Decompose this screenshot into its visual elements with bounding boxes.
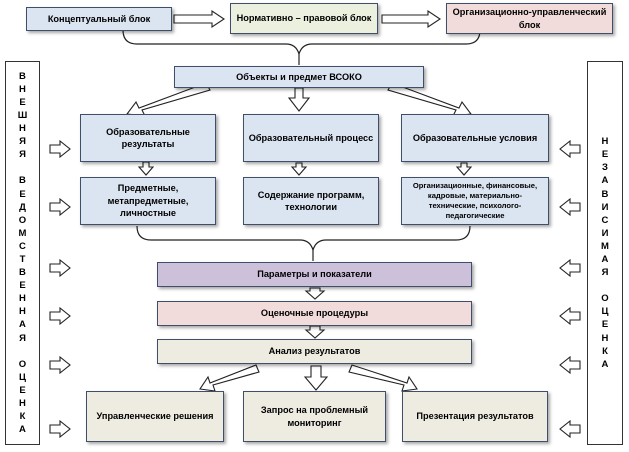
organizational-block: Организационно-управленческий блок bbox=[446, 3, 613, 34]
arrow-right-icon bbox=[49, 419, 71, 439]
side-letter: Е bbox=[19, 280, 26, 292]
side-letter: А bbox=[19, 424, 26, 436]
side-letter: Ц bbox=[19, 371, 26, 383]
side-letter: О bbox=[601, 293, 609, 305]
arrow-down-icon bbox=[304, 325, 326, 339]
arrow-down-icon bbox=[303, 365, 329, 391]
arrow-down-icon bbox=[287, 87, 311, 112]
side-letter: С bbox=[601, 214, 609, 226]
arrow-right-icon bbox=[49, 355, 71, 375]
conditions-box: Образовательные условия bbox=[401, 114, 549, 162]
procedures-box: Оценочные процедуры bbox=[157, 301, 472, 326]
process-detail-box: Содержание программ, технологии bbox=[243, 177, 379, 225]
side-letter bbox=[18, 161, 28, 174]
side-letter: Н bbox=[19, 398, 26, 410]
arrow-left-icon bbox=[559, 306, 581, 326]
side-letter: А bbox=[601, 175, 609, 187]
side-letter: М bbox=[601, 240, 609, 252]
side-letter: Н bbox=[601, 136, 609, 148]
arrow-left-icon bbox=[559, 355, 581, 375]
arrow-down-right-icon bbox=[348, 364, 418, 392]
side-letter: В bbox=[601, 188, 609, 200]
decisions-box: Управленческие решения bbox=[86, 391, 224, 442]
side-letter: А bbox=[601, 358, 609, 370]
arrow-right-icon bbox=[49, 306, 71, 326]
conceptual-block: Концептуальный блок bbox=[26, 7, 172, 31]
arrow-right-icon bbox=[49, 197, 71, 217]
side-letter: Н bbox=[19, 83, 26, 95]
side-letter: М bbox=[18, 227, 27, 239]
arrow-left-icon bbox=[559, 197, 581, 217]
arrow-right-icon bbox=[381, 9, 441, 29]
side-letter: Я bbox=[19, 136, 26, 148]
conditions-detail-box: Организационные, финансовые, кадровые, м… bbox=[401, 177, 549, 225]
side-letter: А bbox=[601, 254, 609, 265]
side-letter: Е bbox=[19, 384, 26, 396]
analysis-box: Анализ результатов bbox=[157, 339, 472, 364]
side-letter: Ц bbox=[601, 306, 609, 318]
parameters-box: Параметры и показатели bbox=[157, 262, 472, 287]
arrow-right-icon bbox=[49, 139, 71, 159]
side-letter: Я bbox=[19, 332, 26, 344]
side-letter: А bbox=[19, 319, 26, 331]
side-letter: Ш bbox=[17, 109, 28, 121]
side-letter: О bbox=[18, 358, 27, 370]
side-letter: Н bbox=[19, 123, 26, 135]
arrow-down-icon bbox=[290, 162, 308, 176]
side-letter: В bbox=[19, 70, 26, 82]
side-letter: К bbox=[602, 345, 608, 357]
side-letter: О bbox=[18, 214, 27, 226]
side-letter: В bbox=[19, 175, 26, 187]
side-letter bbox=[18, 345, 28, 358]
side-letter: Н bbox=[601, 332, 609, 344]
side-letter bbox=[601, 279, 609, 292]
arrow-right-icon bbox=[49, 258, 71, 278]
side-letter: И bbox=[601, 201, 609, 213]
side-letter: Я bbox=[601, 267, 609, 279]
side-letter: К bbox=[19, 411, 26, 423]
side-letter: Е bbox=[19, 188, 26, 200]
side-letter: И bbox=[601, 227, 609, 239]
process-box: Образовательный процесс bbox=[243, 114, 379, 162]
arrow-down-icon bbox=[455, 162, 473, 176]
side-letter: Е bbox=[601, 149, 609, 161]
side-letter: Н bbox=[19, 306, 26, 318]
arrow-left-icon bbox=[559, 139, 581, 159]
arrow-down-icon bbox=[304, 287, 326, 300]
arrow-left-icon bbox=[559, 419, 581, 439]
side-letter: С bbox=[19, 240, 26, 252]
side-letter: Е bbox=[601, 319, 609, 331]
side-letter: Д bbox=[19, 201, 26, 213]
side-letter: Н bbox=[19, 293, 26, 305]
results-box: Образовательные результаты bbox=[80, 114, 216, 162]
objects-box: Объекты и предмет ВСОКО bbox=[174, 66, 424, 88]
monitoring-box: Запрос на проблемный мониторинг bbox=[243, 391, 386, 442]
arrow-left-icon bbox=[559, 258, 581, 278]
normative-block: Нормативно – правовой блок bbox=[230, 3, 378, 34]
presentation-box: Презентация результатов bbox=[402, 391, 548, 442]
details-bracket-line bbox=[136, 225, 471, 253]
side-letter: Я bbox=[19, 149, 26, 161]
side-letter: Т bbox=[19, 254, 26, 265]
side-letter: З bbox=[602, 162, 608, 174]
arrow-down-icon bbox=[137, 161, 155, 176]
arrow-down-left-icon bbox=[199, 364, 260, 392]
side-letter: В bbox=[19, 267, 26, 279]
side-letter: Е bbox=[19, 96, 26, 108]
results-detail-box: Предметные, метапредметные, личностные bbox=[80, 177, 216, 225]
arrow-right-icon bbox=[173, 9, 225, 29]
